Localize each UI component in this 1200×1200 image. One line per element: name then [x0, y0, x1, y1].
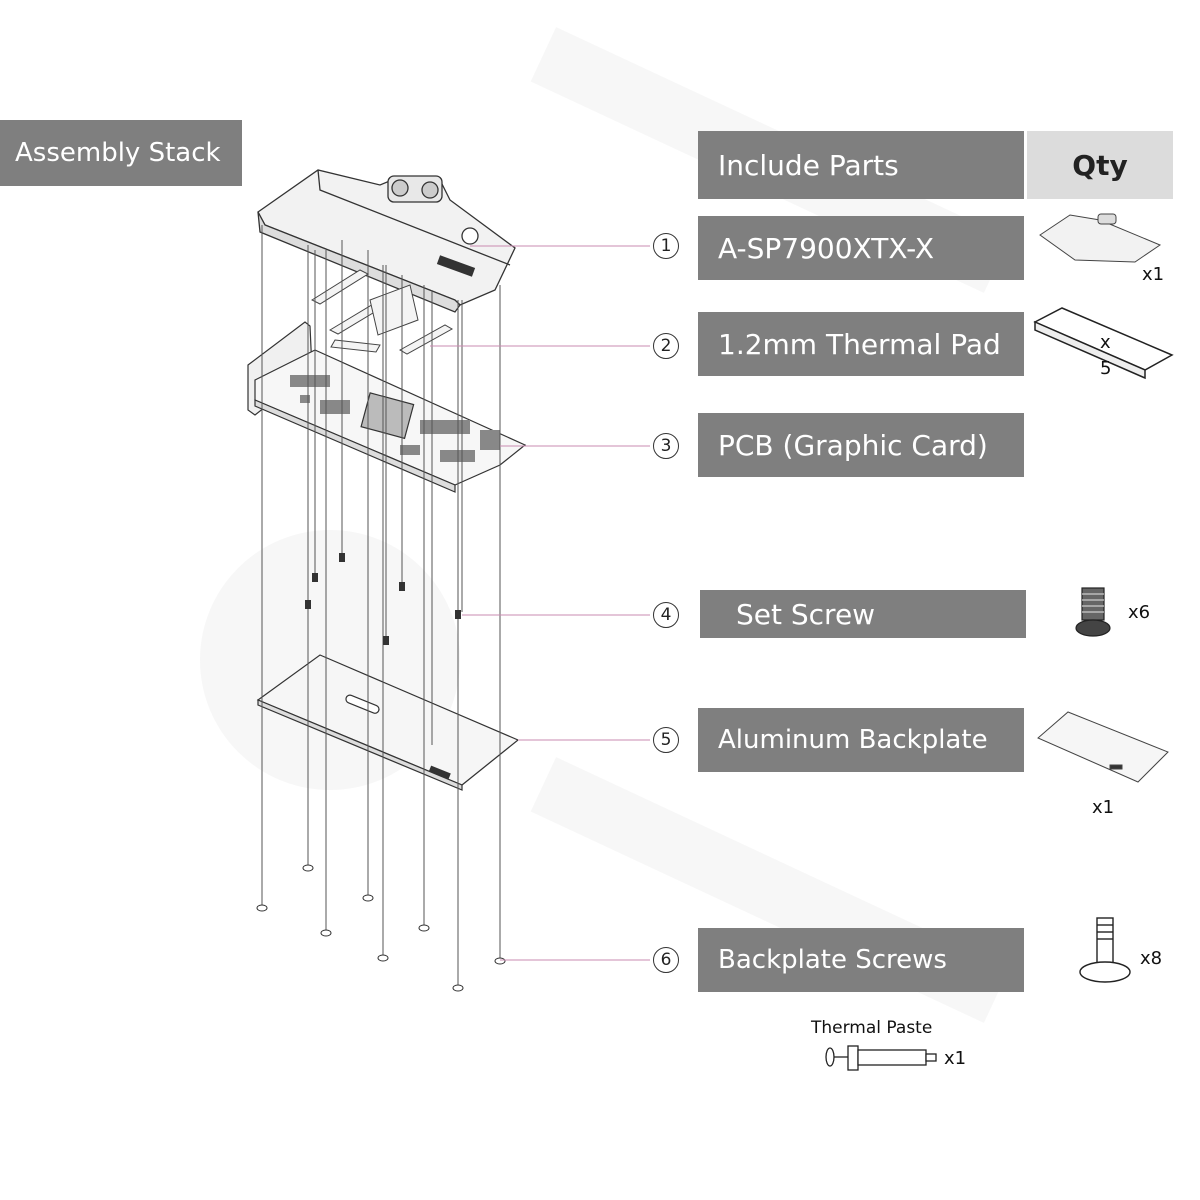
thermal-paste-label: Thermal Paste: [811, 1018, 933, 1038]
part-qty-2-count: 5: [1100, 358, 1112, 379]
part-label-5: Aluminum Backplate: [698, 708, 1024, 772]
assembly-stack-title: Assembly Stack: [0, 120, 242, 186]
leader-lines: [430, 245, 650, 961]
backplate-screws-drawing: [256, 864, 506, 992]
set-screws-drawing: [305, 553, 461, 645]
backplate-icon: [1037, 711, 1169, 783]
part-number-1: 1: [653, 233, 679, 259]
thermal-pad-icon: [1033, 307, 1174, 380]
part-label-4: Set Screw: [700, 590, 1026, 638]
part-number-4: 4: [653, 602, 679, 628]
part-number-2: 2: [653, 333, 679, 359]
part-number-6: 6: [653, 947, 679, 973]
assembly-guide-lines: [261, 225, 501, 985]
include-parts-header: Include Parts: [698, 131, 1024, 199]
set-screw-icon: [1075, 587, 1111, 637]
thermal-paste-qty: x1: [944, 1048, 967, 1069]
part-label-1: A-SP7900XTX-X: [698, 216, 1024, 280]
part-label-2: 1.2mm Thermal Pad: [698, 312, 1024, 376]
part-number-5: 5: [653, 727, 679, 753]
part-qty-5: x1: [1092, 797, 1115, 818]
part-label-6: Backplate Screws: [698, 928, 1024, 992]
part-number-3: 3: [653, 433, 679, 459]
part-qty-4: x6: [1128, 602, 1151, 623]
qty-header: Qty: [1027, 131, 1173, 199]
backplate-screw-icon: [1079, 917, 1131, 983]
part-qty-6: x8: [1140, 948, 1163, 969]
part-label-3: PCB (Graphic Card): [698, 413, 1024, 477]
part-qty-1: x1: [1142, 264, 1165, 285]
thermal-pads-drawing: [310, 269, 454, 355]
syringe-icon: [825, 1045, 937, 1071]
backplate-drawing: [256, 654, 520, 791]
part-qty-2: x: [1100, 332, 1111, 353]
waterblock-icon: [1039, 213, 1162, 263]
